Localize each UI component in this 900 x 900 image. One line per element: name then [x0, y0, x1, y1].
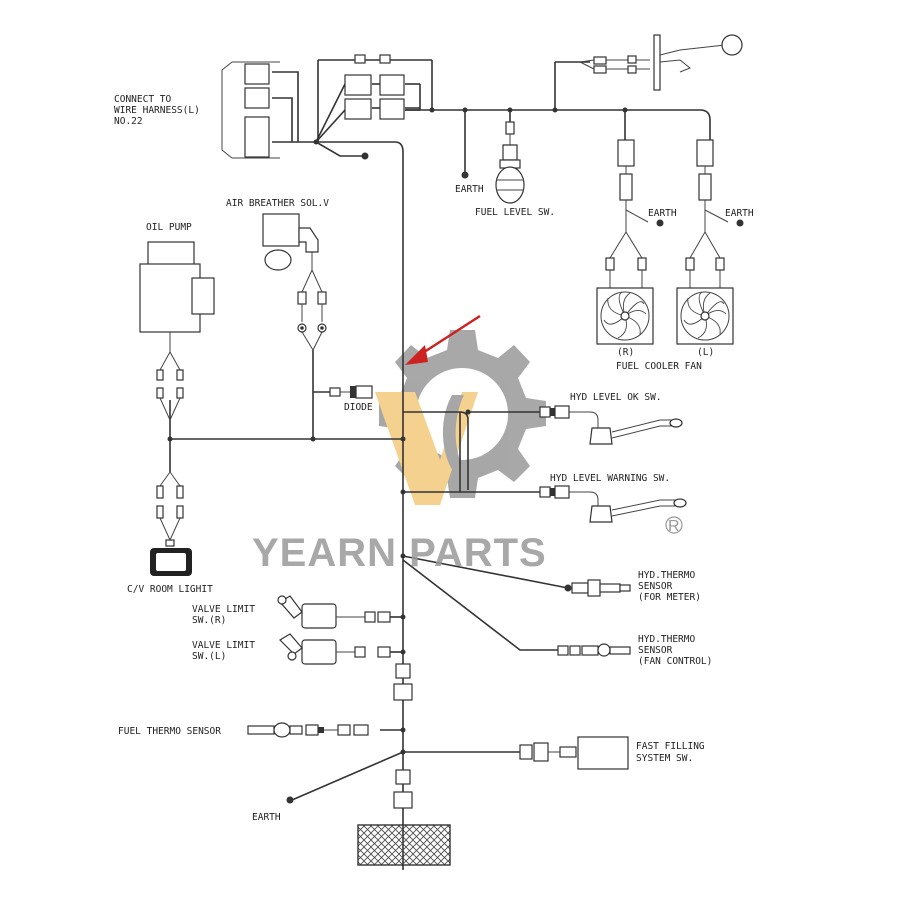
connect-label-3: NO.22: [114, 116, 143, 127]
red-arrow-icon: [405, 314, 481, 365]
gear-accent: [375, 392, 478, 505]
hyd-thermo-sensor-fan: [557, 643, 631, 657]
splice-points: [167, 107, 628, 755]
valve-limit-l-label-2: SW.(L): [192, 651, 226, 662]
oil-pump: [139, 241, 215, 421]
hyd-thermo-meter-label-2: SENSOR: [638, 581, 673, 592]
fast-filling-label-1: FAST FILLING: [636, 741, 705, 752]
hyd-thermo-fan-label-1: HYD.THERMO: [638, 634, 695, 645]
fuel-cooler-fan-l-assembly: [685, 139, 729, 288]
fuel-level-switch: [495, 121, 525, 204]
hyd-thermo-meter-label-3: (FOR METER): [638, 592, 701, 603]
fast-filling-label-2: SYSTEM SW.: [636, 753, 693, 764]
hyd-level-ok-label: HYD LEVEL OK SW.: [570, 392, 662, 403]
earth-fan-l-dot: [736, 219, 744, 227]
hyd-thermo-fan-label-2: SENSOR: [638, 645, 673, 656]
hyd-thermo-fan-label-3: (FAN CONTROL): [638, 656, 712, 667]
valve-limit-r-label-1: VALVE LIMIT: [192, 604, 255, 615]
hyd-thermo-sensor-meter: [564, 579, 631, 597]
oil-pump-label: OIL PUMP: [146, 222, 192, 233]
watermark-text: YEARN PARTS: [252, 531, 547, 575]
valve-limit-r-label-2: SW.(R): [192, 615, 226, 626]
diode-label: DIODE: [344, 402, 373, 413]
cv-room-light: [150, 471, 192, 576]
earth-bottom-dot: [286, 796, 294, 804]
fuel-cooler-fan-label: FUEL COOLER FAN: [616, 361, 702, 372]
fan-r-label: (R): [617, 347, 634, 358]
float-sender: [579, 34, 743, 91]
earth-fuel-dot: [461, 171, 469, 179]
earth-fan-l-label: EARTH: [725, 208, 754, 219]
hyd-level-ok-switch: [539, 405, 683, 445]
cooling-fan-icon: [676, 287, 734, 345]
registered-mark: [665, 516, 683, 534]
hyd-level-warning-switch: [539, 485, 687, 523]
hyd-level-warning-label: HYD LEVEL WARNING SW.: [550, 473, 670, 484]
connect-label-1: CONNECT TO: [114, 94, 171, 105]
valve-limit-switch-r: [277, 595, 391, 629]
earth-fan-r-label: EARTH: [648, 208, 677, 219]
center-connectors: [344, 54, 405, 160]
valve-limit-l-label-1: VALVE LIMIT: [192, 640, 255, 651]
hyd-thermo-meter-label-1: HYD.THERMO: [638, 570, 695, 581]
fuel-thermo-sensor: [247, 722, 369, 738]
trunk-connectors: [393, 663, 413, 809]
fast-filling-switch: [519, 736, 629, 770]
earth-bottom-label: EARTH: [252, 812, 281, 823]
earth-fuel-label: EARTH: [455, 184, 484, 195]
fuel-level-label: FUEL LEVEL SW.: [475, 207, 555, 218]
fuel-thermo-label: FUEL THERMO SENSOR: [118, 726, 221, 737]
registered-text: R: [668, 518, 680, 535]
valve-limit-switch-l: [279, 633, 391, 665]
cv-room-light-label: C/V ROOM LIGHIT: [127, 584, 213, 595]
cooling-fan-icon: [596, 287, 654, 345]
fan-l-label: (L): [697, 347, 714, 358]
connect-label-2: WIRE HARNESS(L): [114, 105, 200, 116]
fuel-cooler-fan-r-assembly: [605, 139, 649, 288]
heater-panel: [357, 824, 451, 866]
gear-logo-icon: [375, 330, 546, 505]
earth-fan-r-dot: [656, 219, 664, 227]
harness-connector-l: [221, 61, 280, 159]
air-breather-label: AIR BREATHER SOL.V: [226, 198, 329, 209]
diode: [329, 385, 373, 399]
gear-inner-arc: [442, 395, 470, 480]
air-breather-solenoid: [262, 213, 327, 351]
